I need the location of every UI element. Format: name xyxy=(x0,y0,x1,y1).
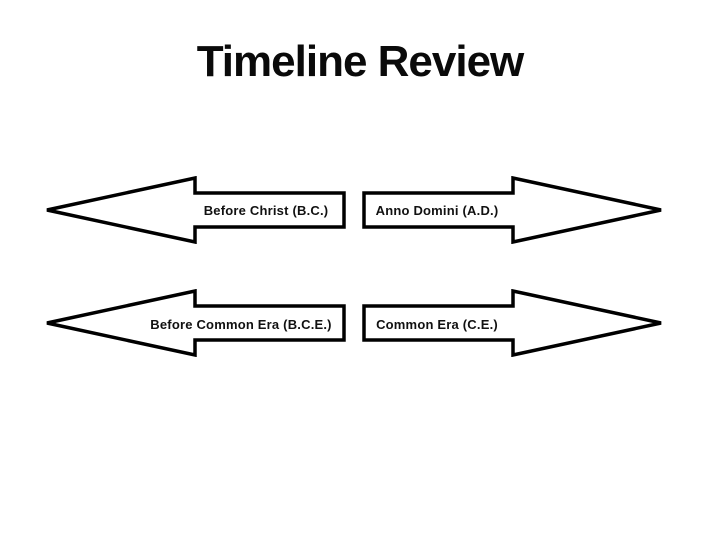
arrow-before-christ xyxy=(45,176,347,244)
arrow-label-anno-domini: Anno Domini (A.D.) xyxy=(375,203,499,218)
left-arrow-icon xyxy=(46,289,346,357)
arrow-label-before-common-era: Before Common Era (B.C.E.) xyxy=(150,317,332,332)
arrow-before-common-era xyxy=(45,289,347,357)
slide-title: Timeline Review xyxy=(196,37,525,86)
arrow-common-era xyxy=(361,289,663,357)
right-arrow-icon xyxy=(362,176,662,244)
arrow-label-before-christ: Before Christ (B.C.) xyxy=(203,203,329,218)
left-arrow-icon xyxy=(46,176,346,244)
arrow-label-common-era: Common Era (C.E.) xyxy=(376,317,498,332)
arrow-anno-domini xyxy=(361,176,663,244)
right-arrow-icon xyxy=(362,289,662,357)
